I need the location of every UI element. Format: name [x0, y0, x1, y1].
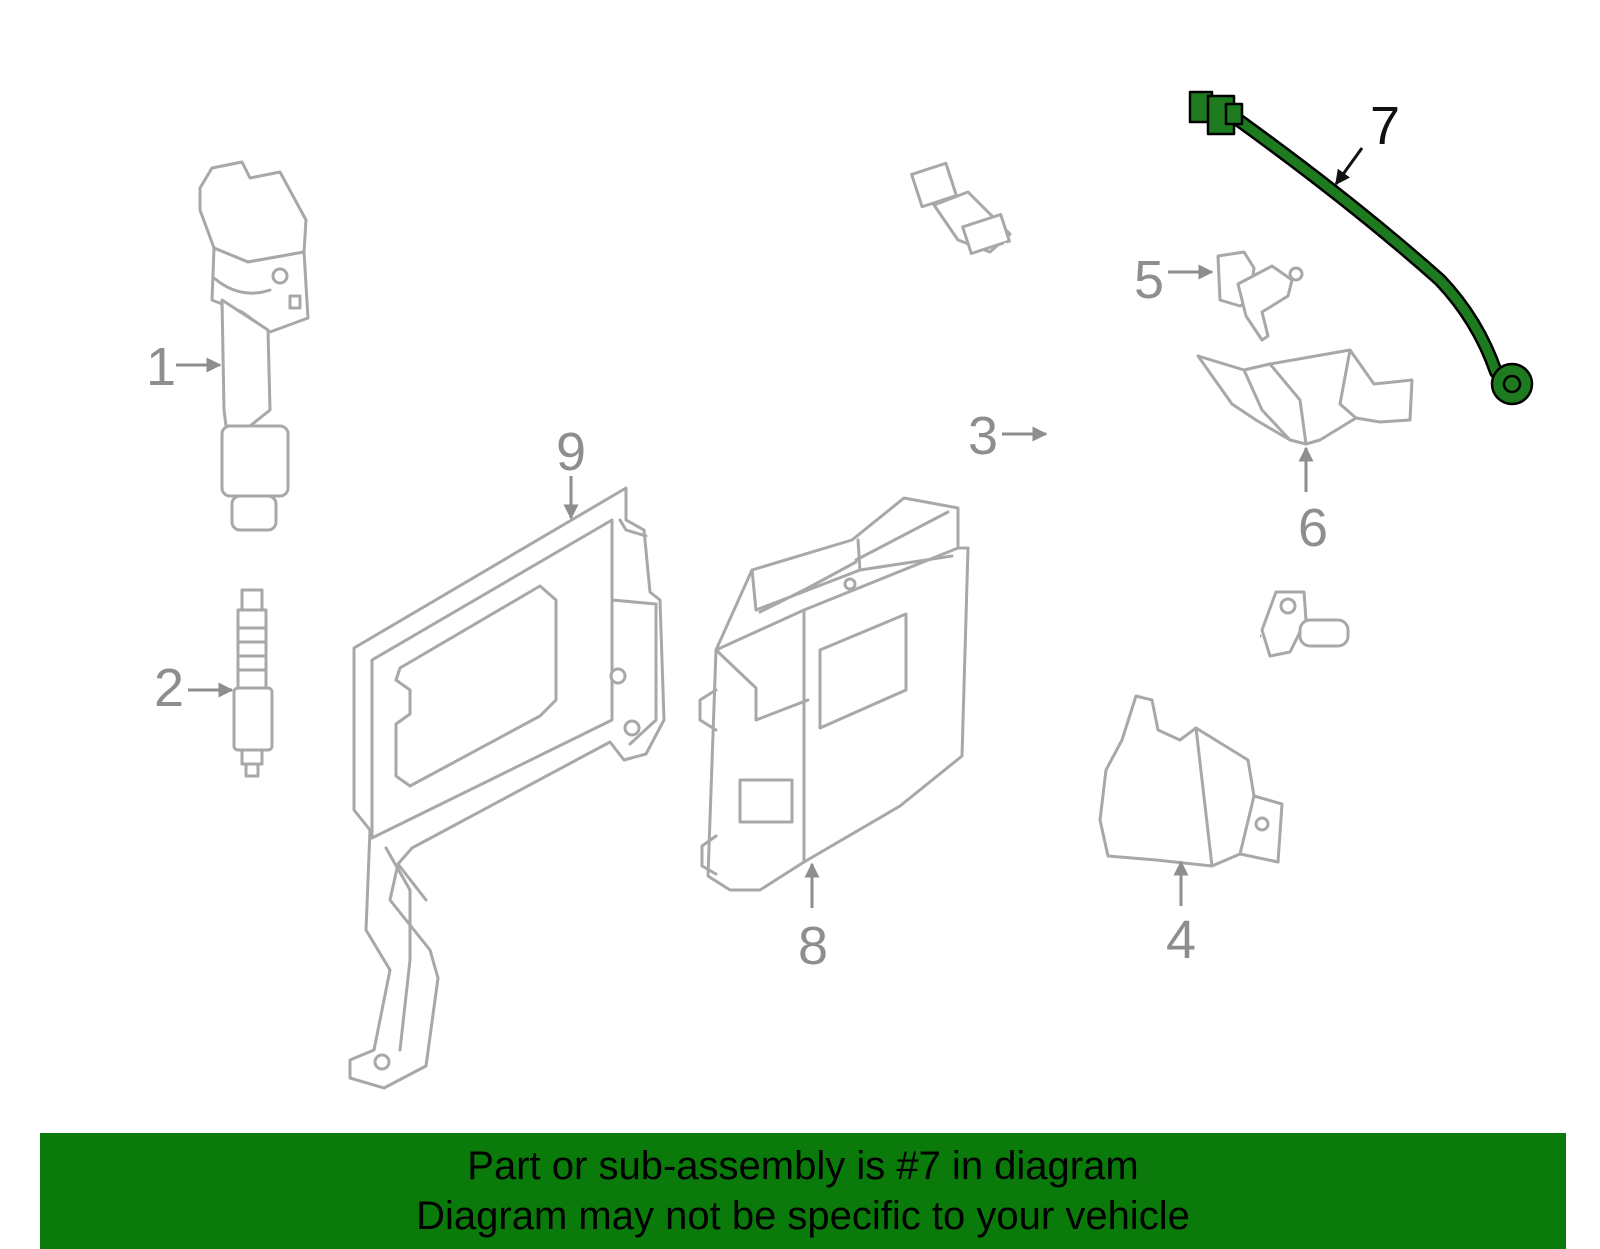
callout-4: 4 — [1166, 910, 1196, 970]
knock-sensor-part[interactable] — [1188, 90, 1534, 406]
bracket-6-part[interactable] — [1196, 348, 1414, 446]
callout-2: 2 — [154, 658, 184, 718]
part-info-banner: Part or sub-assembly is #7 in diagram Di… — [40, 1133, 1566, 1249]
banner-line-1: Part or sub-assembly is #7 in diagram — [467, 1144, 1139, 1188]
callout-6: 6 — [1298, 498, 1328, 558]
parts-diagram: 1 2 3 4 5 6 7 8 9 — [146, 90, 1534, 1090]
callout-9: 9 — [556, 422, 586, 482]
banner-line-2: Diagram may not be specific to your vehi… — [416, 1194, 1190, 1238]
ecu-module-part[interactable] — [698, 496, 970, 892]
shield-4-part[interactable] — [1098, 694, 1284, 868]
callout-8: 8 — [798, 916, 828, 976]
sensor-5-part[interactable] — [1216, 250, 1304, 342]
crank-sensor-part[interactable] — [910, 161, 1350, 658]
ignition-coil-part[interactable] — [198, 160, 310, 532]
spark-plug-part[interactable] — [232, 588, 274, 778]
callout-7: 7 — [1370, 96, 1400, 156]
leader-7 — [1334, 147, 1364, 186]
callout-5: 5 — [1134, 250, 1164, 310]
callout-1: 1 — [146, 337, 176, 397]
ecu-bracket-part[interactable] — [348, 486, 666, 1090]
callout-3: 3 — [968, 406, 998, 466]
